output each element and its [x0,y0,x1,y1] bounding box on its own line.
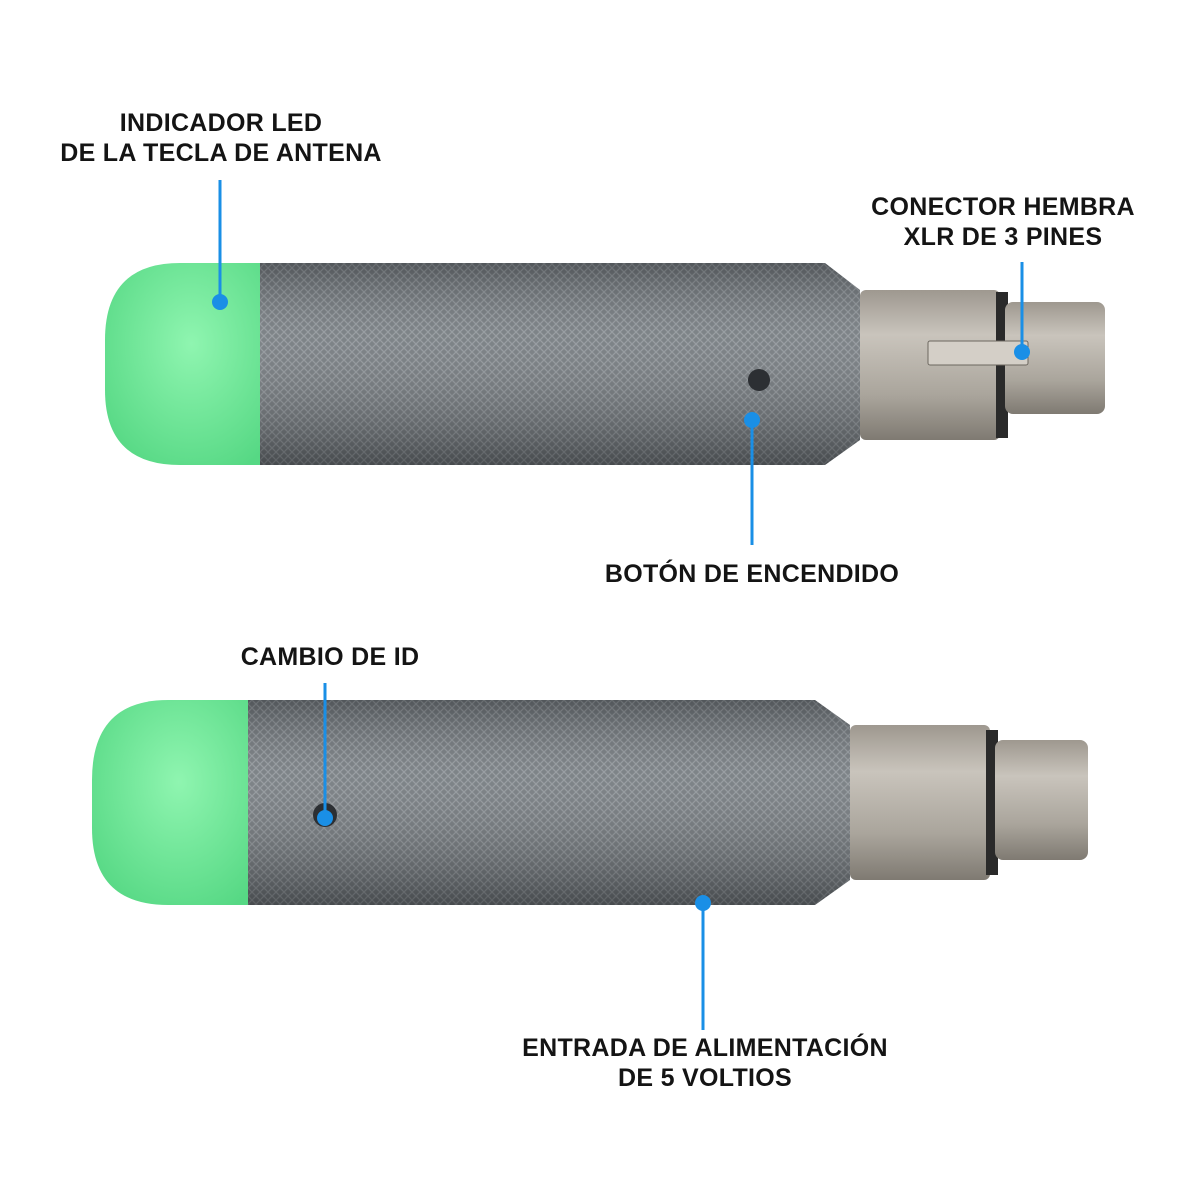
label-line: INDICADOR LED [119,109,323,137]
power-button [748,369,770,391]
label-line: ENTRADA DE ALIMENTACIÓN [522,1034,888,1062]
label-power-input: ENTRADA DE ALIMENTACIÓN DE 5 VOLTIOS [522,1033,888,1093]
antenna-cap [105,263,262,465]
callout-lines [212,180,1030,1030]
device-bottom [92,700,1088,905]
label-id-change: CAMBIO DE ID [240,643,420,671]
label-power-button: BOTÓN DE ENCENDIDO [604,560,900,588]
xlr-connector [850,725,990,880]
device-top [105,263,1105,465]
label-line: XLR DE 3 PINES [903,223,1103,251]
label-line: DE LA TECLA DE ANTENA [60,139,382,167]
label-line: CONECTOR HEMBRA [871,193,1135,221]
label-xlr-connector: CONECTOR HEMBRA XLR DE 3 PINES [871,192,1135,252]
label-line: DE 5 VOLTIOS [618,1064,792,1092]
antenna-cap [92,700,250,905]
label-led-indicator: INDICADOR LED DE LA TECLA DE ANTENA [60,108,382,168]
